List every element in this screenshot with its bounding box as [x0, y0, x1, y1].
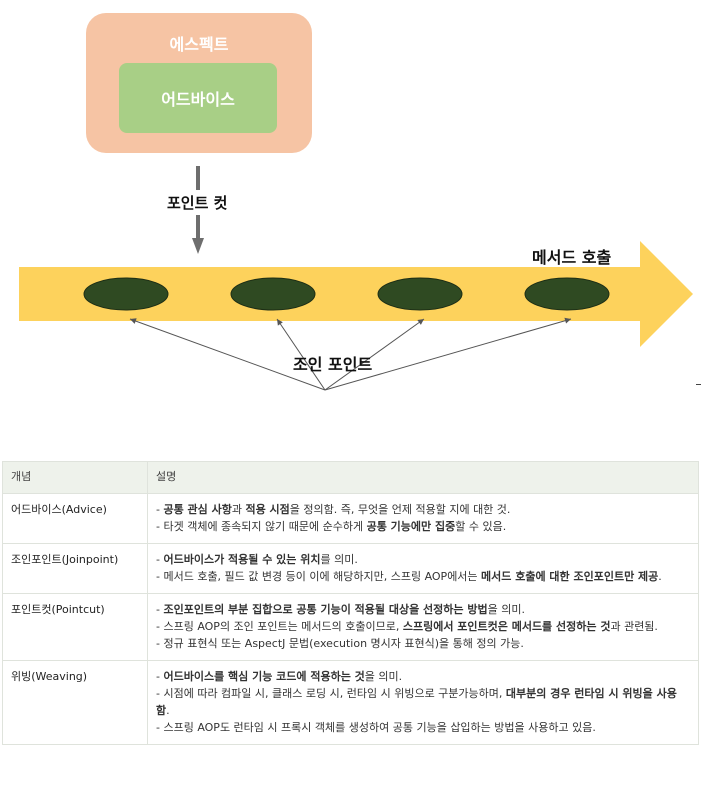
description-line: - 타겟 객체에 종속되지 않기 때문에 순수하게 공통 기능에만 집중할 수 … [156, 518, 690, 535]
description-line: - 어드바이스가 적용될 수 있는 위치를 의미. [156, 551, 690, 568]
description-line: - 메서드 호출, 필드 값 변경 등이 이에 해당하지만, 스프링 AOP에서… [156, 568, 690, 585]
joinpoint-pointer-line [324, 318, 572, 391]
emphasis-text: 공통 관심 사항 [163, 503, 232, 516]
description-text: - 메서드 호출, 필드 값 변경 등이 이에 해당하지만, 스프링 AOP에서… [156, 570, 482, 583]
concept-description: - 어드바이스를 핵심 기능 코드에 적용하는 것을 의미. - 시점에 따라 컴… [147, 660, 699, 745]
advice-box: 어드바이스 [119, 63, 277, 133]
description-text: - 스프링 AOP의 조인 포인트는 메서드의 호출이므로, [156, 620, 403, 633]
table-row: 위빙(Weaving)- 어드바이스를 핵심 기능 코드에 적용하는 것을 의미… [2, 660, 699, 745]
description-text: 을 의미. [364, 670, 403, 683]
table-row: 조인포인트(Joinpoint)- 어드바이스가 적용될 수 있는 위치를 의미… [2, 543, 699, 594]
method-call-label: 메서드 호출 [532, 248, 612, 267]
joinpoint-pointer-head [277, 319, 283, 326]
joinpoint-ellipse [377, 277, 463, 311]
description-line: - 공통 관심 사항과 적용 시점을 정의함. 즉, 무엇을 언제 적용할 지에… [156, 501, 690, 518]
description-line: - 시점에 따라 컴파일 시, 클래스 로딩 시, 런타임 시 위빙으로 구분가… [156, 685, 690, 719]
description-text: 과 관련됨. [610, 620, 658, 633]
concept-description: - 조인포인트의 부분 집합으로 공통 기능이 적용될 대상을 선정하는 방법을… [147, 593, 699, 661]
description-line: - 스프링 AOP의 조인 포인트는 메서드의 호출이므로, 스프링에서 포인트… [156, 618, 690, 635]
emphasis-text: 조인포인트의 부분 집합으로 공통 기능이 적용될 대상을 선정하는 방법 [163, 603, 488, 616]
description-text: 을 의미. [487, 603, 525, 616]
concept-term: 조인포인트(Joinpoint) [2, 543, 148, 594]
description-text: - [156, 670, 164, 683]
concept-term: 어드바이스(Advice) [2, 493, 148, 544]
emphasis-text: 대부분의 경우 런타임 시 위빙을 사용함 [156, 687, 677, 717]
description-text: . [166, 704, 170, 717]
concept-term: 위빙(Weaving) [2, 660, 148, 745]
emphasis-text: 스프링에서 포인트컷은 메서드를 선정하는 것 [402, 620, 611, 633]
emphasis-text: 공통 기능에만 집중 [366, 520, 456, 533]
method-call-arrow [19, 241, 693, 347]
joinpoint-pointer-head [130, 318, 137, 324]
description-text: 할 수 있음. [455, 520, 507, 533]
method-call-diagram [19, 241, 693, 391]
header-concept: 개념 [2, 461, 148, 494]
joinpoint-pointer-line [276, 318, 326, 391]
description-text: 과 [231, 503, 246, 516]
joinpoint-pointer-line [129, 318, 326, 391]
description-line: - 조인포인트의 부분 집합으로 공통 기능이 적용될 대상을 선정하는 방법을… [156, 601, 690, 618]
joinpoint-ellipses [83, 277, 610, 311]
concept-term: 포인트컷(Pointcut) [2, 593, 148, 661]
concept-description: - 공통 관심 사항과 적용 시점을 정의함. 즉, 무엇을 언제 적용할 지에… [147, 493, 699, 544]
description-line: - 정규 표현식 또는 AspectJ 문법(execution 명시자 표현식… [156, 635, 690, 652]
description-text: - [156, 603, 164, 616]
description-text: . [658, 570, 662, 583]
description-text: - 정규 표현식 또는 AspectJ 문법(execution 명시자 표현식… [156, 637, 524, 650]
description-text: - 시점에 따라 컴파일 시, 클래스 로딩 시, 런타임 시 위빙으로 구분가… [156, 687, 506, 700]
description-text: - 스프링 AOP도 런타임 시 프록시 객체를 생성하여 공통 기능을 삽입하… [156, 721, 596, 734]
description-line: - 어드바이스를 핵심 기능 코드에 적용하는 것을 의미. [156, 668, 690, 685]
emphasis-text: 적용 시점 [245, 503, 290, 516]
table-row: 어드바이스(Advice)- 공통 관심 사항과 적용 시점을 정의함. 즉, … [2, 493, 699, 544]
joinpoint-pointer-lines [129, 317, 572, 391]
table-row: 포인트컷(Pointcut)- 조인포인트의 부분 집합으로 공통 기능이 적용… [2, 593, 699, 661]
emphasis-text: 어드바이스가 적용될 수 있는 위치 [163, 553, 321, 566]
description-text: 을 정의함. 즉, 무엇을 언제 적용할 지에 대한 것. [289, 503, 511, 516]
header-description: 설명 [147, 461, 699, 494]
description-line: - 스프링 AOP도 런타임 시 프록시 객체를 생성하여 공통 기능을 삽입하… [156, 719, 690, 736]
table-header-row: 개념 설명 [2, 461, 699, 494]
joinpoint-ellipse [230, 277, 316, 311]
description-text: - 타겟 객체에 종속되지 않기 때문에 순수하게 [156, 520, 367, 533]
joinpoint-pointer-head [417, 319, 424, 325]
joinpoint-pointer-line [324, 318, 425, 391]
description-text: - [156, 553, 164, 566]
pointcut-label: 포인트 컷 [164, 190, 231, 215]
aspect-label: 에스펙트 [169, 35, 229, 54]
pointcut-arrow-head [192, 238, 204, 254]
emphasis-text: 메서드 호출에 대한 조인포인트만 제공 [481, 570, 659, 583]
emphasis-text: 어드바이스를 핵심 기능 코드에 적용하는 것 [163, 670, 365, 683]
joinpoint-ellipse [524, 277, 610, 311]
aop-concepts-table: 개념 설명 어드바이스(Advice)- 공통 관심 사항과 적용 시점을 정의… [2, 461, 699, 745]
description-text: - [156, 503, 164, 516]
joinpoint-pointer-head [564, 317, 571, 324]
concept-description: - 어드바이스가 적용될 수 있는 위치를 의미. - 메서드 호출, 필드 값 … [147, 543, 699, 594]
joinpoint-ellipse [83, 277, 169, 311]
description-text: 를 의미. [320, 553, 358, 566]
divider-mark [696, 384, 701, 385]
advice-label: 어드바이스 [161, 90, 235, 109]
joinpoint-label: 조인 포인트 [293, 355, 373, 374]
